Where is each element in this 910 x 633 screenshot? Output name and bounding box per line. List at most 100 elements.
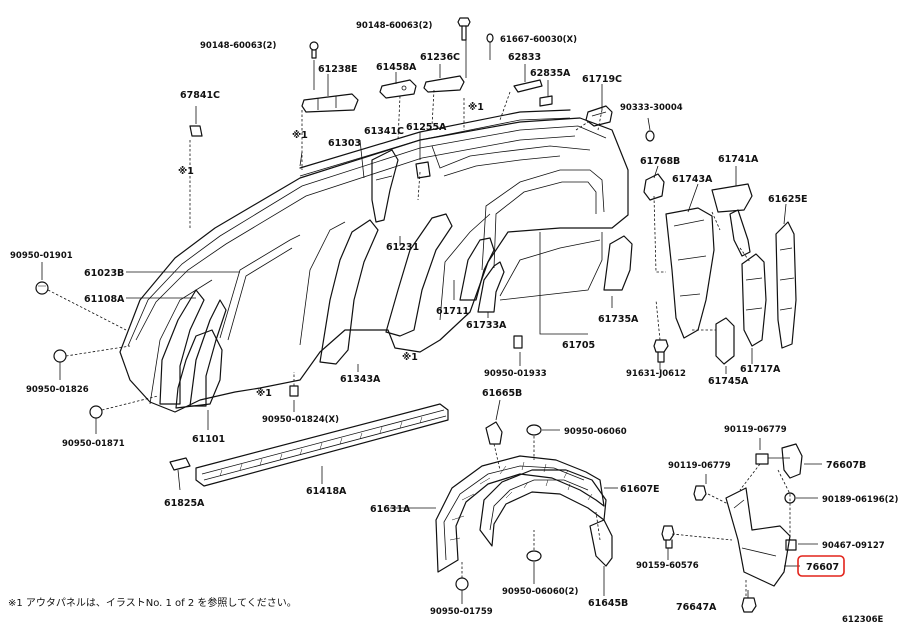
plug-61825A[interactable] xyxy=(169,457,191,471)
bracket-61458A[interactable] xyxy=(379,79,417,99)
bracket-61665B[interactable] xyxy=(485,421,503,445)
plug-90950-06060[interactable] xyxy=(526,424,542,436)
label-61645B: 61645B xyxy=(588,598,628,609)
label-61255A: 61255A xyxy=(406,122,447,133)
bracket-61236C[interactable] xyxy=(423,75,465,93)
pillar-61101[interactable] xyxy=(175,329,223,409)
plug-90950-01759[interactable] xyxy=(455,577,469,591)
plug-90950-01901[interactable] xyxy=(35,281,49,295)
roof-rail-61303[interactable] xyxy=(299,109,571,177)
label-61343A: 61343A xyxy=(340,374,381,385)
label-61711: 61711 xyxy=(436,306,469,317)
bolt-91631-J0612[interactable] xyxy=(653,339,669,363)
label-90159-60576: 90159-60576 xyxy=(636,561,699,571)
pillar-61108A[interactable] xyxy=(159,289,227,407)
bracket-61238E[interactable] xyxy=(301,93,359,113)
label-61745A: 61745A xyxy=(708,376,749,387)
label-90950-01871: 90950-01871 xyxy=(62,439,125,449)
label-76607: 76607 xyxy=(806,562,839,573)
label-61341C: 61341C xyxy=(364,126,404,137)
ref-mark: ※1 xyxy=(178,166,194,177)
bolt-90119-06779-a[interactable] xyxy=(755,453,769,465)
nut-90189-06196[interactable] xyxy=(784,492,796,504)
ref-mark: ※1 xyxy=(256,388,272,399)
pillar-61343A[interactable] xyxy=(319,219,379,365)
label-76647A: 76647A xyxy=(676,602,717,613)
bolt-90119-06779-b[interactable] xyxy=(693,485,707,501)
label-61741A: 61741A xyxy=(718,154,759,165)
label-62835A: 62835A xyxy=(530,68,571,79)
label-61236C: 61236C xyxy=(420,52,460,63)
inner-wheel-house-61607E[interactable] xyxy=(479,469,607,547)
label-61101: 61101 xyxy=(192,434,225,445)
label-90189-06196: 90189-06196(2) xyxy=(822,495,898,505)
pillar-61711[interactable] xyxy=(459,237,495,301)
pillar-61341C[interactable] xyxy=(371,149,399,223)
plug-90950-06060-2[interactable] xyxy=(526,550,542,562)
bracket-76607B[interactable] xyxy=(781,443,803,479)
retainer-61255A[interactable] xyxy=(415,161,431,179)
bracket-61719C[interactable] xyxy=(585,105,613,127)
reinforcement-61625E[interactable] xyxy=(775,221,797,349)
label-61231: 61231 xyxy=(386,242,419,253)
label-90467-09127: 90467-09127 xyxy=(822,541,885,551)
bracket-61645B[interactable] xyxy=(589,519,613,567)
bracket-61768B[interactable] xyxy=(643,173,665,201)
bracket-61745A[interactable] xyxy=(715,317,735,365)
pillar-61231[interactable] xyxy=(385,213,453,337)
footnote: ※1 アウタパネルは、イラストNo. 1 of 2 を参照してください。 xyxy=(8,596,297,609)
plug-90333-30004[interactable] xyxy=(645,130,655,142)
clip-90467-09127[interactable] xyxy=(785,539,797,551)
reference-marks: ※1 ※1 ※1 ※1 ※1 xyxy=(178,102,484,399)
label-61238E: 61238E xyxy=(318,64,358,75)
label-61418A: 61418A xyxy=(306,486,347,497)
ref-mark: ※1 xyxy=(402,352,418,363)
plug-90950-01933[interactable] xyxy=(513,335,523,349)
label-90950-01824: 90950-01824(X) xyxy=(262,415,339,425)
label-61825A: 61825A xyxy=(164,498,205,509)
plate-62835A[interactable] xyxy=(539,95,553,107)
bolt-90148-60063-left[interactable] xyxy=(309,41,319,59)
label-91631-J0612: 91631-J0612 xyxy=(626,369,686,379)
label-61733A: 61733A xyxy=(466,320,507,331)
label-61665B: 61665B xyxy=(482,388,522,399)
label-62833: 62833 xyxy=(508,52,541,63)
label-61023B: 61023B xyxy=(84,268,124,279)
label-90950-06060: 90950-06060 xyxy=(564,427,627,437)
bolt-90159-60576[interactable] xyxy=(661,525,675,549)
label-90148-60063-left: 90148-60063(2) xyxy=(200,41,276,51)
plug-90950-01871[interactable] xyxy=(89,405,103,419)
label-61625E: 61625E xyxy=(768,194,808,205)
plug-90950-01826[interactable] xyxy=(53,349,67,363)
highlight-box-76607 xyxy=(797,555,845,577)
mudguard-76607[interactable] xyxy=(725,487,791,587)
part-labels: 90148-60063(2) 90148-60063(2) 61667-6003… xyxy=(10,21,898,617)
label-90148-60063-top: 90148-60063(2) xyxy=(356,21,432,31)
body-side-panel-61023B[interactable] xyxy=(119,117,629,413)
extension-61733A[interactable] xyxy=(477,261,505,313)
label-90119-06779-b: 90119-06779 xyxy=(668,461,731,471)
extension-61743A[interactable] xyxy=(665,207,715,339)
rocker-panel-61418A[interactable] xyxy=(195,403,449,487)
label-61735A: 61735A xyxy=(598,314,639,325)
plug-61667-60030[interactable] xyxy=(486,33,494,43)
label-61705: 61705 xyxy=(562,340,595,351)
label-61631A: 61631A xyxy=(370,504,411,515)
clip-76647A[interactable] xyxy=(741,597,757,613)
label-67841C: 67841C xyxy=(180,90,220,101)
plug-67841C[interactable] xyxy=(189,125,203,137)
label-61768B: 61768B xyxy=(640,156,680,167)
label-76607B: 76607B xyxy=(826,460,866,471)
bolt-90148-60063-top[interactable] xyxy=(457,17,471,41)
label-61719C: 61719C xyxy=(582,74,622,85)
extension-61717A[interactable] xyxy=(741,253,767,347)
plate-62833[interactable] xyxy=(513,79,543,93)
dashed-guide-lines xyxy=(47,89,791,596)
plug-90950-01824[interactable] xyxy=(289,385,299,397)
label-90119-06779-a: 90119-06779 xyxy=(724,425,787,435)
panel-61741A[interactable] xyxy=(711,183,753,257)
reinforcement-61735A[interactable] xyxy=(603,235,633,291)
wheel-house-61631A[interactable] xyxy=(435,455,605,573)
